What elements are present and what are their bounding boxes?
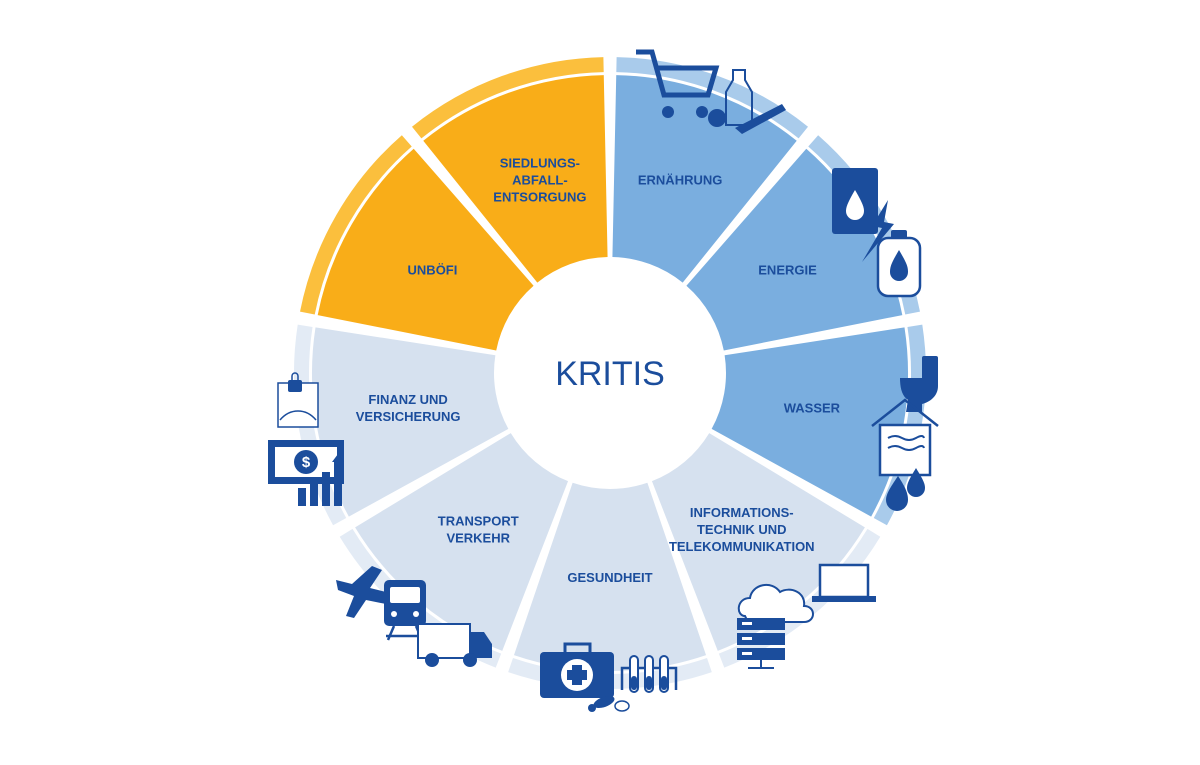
sector-rim-finanz-versicherung xyxy=(294,324,347,526)
sector-label-line: FINANZ UND xyxy=(368,392,447,407)
sector-label-line: ABFALL- xyxy=(512,172,568,187)
sector-label-line: VERKEHR xyxy=(446,531,510,546)
bar-chart-icon xyxy=(298,454,344,506)
sector-label-line: GESUNDHEIT xyxy=(567,570,652,585)
server-icon xyxy=(737,618,785,669)
sector-transport-verkehr xyxy=(355,433,569,651)
sector-label-transport-verkehr: TRANSPORT VERKEHR xyxy=(438,514,519,546)
sector-label-line: TELEKOMMUNIKATION xyxy=(669,539,815,554)
sector-label-line: VERSICHERUNG xyxy=(356,409,461,424)
pills-icon xyxy=(588,695,630,712)
sector-label-energie: ENERGIE xyxy=(758,263,817,278)
water-drops-icon xyxy=(886,468,925,511)
sector-label-line: WASSER xyxy=(784,401,841,416)
sector-segments xyxy=(294,57,926,690)
sector-label-line: TRANSPORT xyxy=(438,514,519,529)
sector-label-line: ENERGIE xyxy=(758,263,817,278)
test-tubes-icon xyxy=(620,655,678,693)
shopping-cart-icon xyxy=(636,49,720,118)
sector-label-wasser: WASSER xyxy=(784,401,841,416)
sector-rim-unboefi xyxy=(300,135,412,315)
sector-rim-it-telekommunikation xyxy=(718,528,881,668)
sector-finanz-versicherung xyxy=(311,327,509,517)
medical-kit-icon xyxy=(540,642,614,698)
oil-barrel-icon xyxy=(832,168,878,234)
center-hub xyxy=(496,259,724,487)
sector-unboefi xyxy=(317,148,534,351)
center-title: KRITIS xyxy=(555,355,665,393)
sector-siedlungsabfallentsorgung xyxy=(423,75,608,283)
sector-rim-ernaehrung xyxy=(616,57,809,139)
sector-label-ernaehrung: ERNÄHRUNG xyxy=(638,172,723,187)
sector-labels: ERNÄHRUNG ENERGIE WASSER INFORMATIONS- TECHN… xyxy=(356,155,841,585)
sector-gesundheit xyxy=(513,482,707,671)
sector-label-finanz-versicherung: FINANZ UND VERSICHERUNG xyxy=(356,392,461,424)
sector-label-line: ERNÄHRUNG xyxy=(638,172,723,187)
food-icon xyxy=(708,69,786,134)
sector-label-it-telekommunikation: INFORMATIONS- TECHNIK UND TELEKOMMUNIKATIO… xyxy=(669,505,815,554)
sector-wasser xyxy=(711,327,908,517)
gas-tank-icon xyxy=(876,230,922,298)
sector-label-gesundheit: GESUNDHEIT xyxy=(567,570,652,585)
sector-label-line: TECHNIK UND xyxy=(697,522,787,537)
svg-text:$: $ xyxy=(302,454,311,471)
truck-icon xyxy=(417,623,492,667)
sector-label-line: ENTSORGUNG xyxy=(493,189,586,204)
sector-it-telekommunikation xyxy=(651,433,865,651)
laptop-icon xyxy=(812,563,876,602)
insurance-icon xyxy=(277,372,319,428)
sector-label-unboefi: UNBÖFI xyxy=(408,263,458,278)
sector-rim-wasser xyxy=(873,324,926,526)
lightning-icon xyxy=(862,200,894,262)
sector-label-line: INFORMATIONS- xyxy=(690,505,794,520)
sector-label-siedlungsabfallentsorgung: SIEDLUNGS- ABFALL- ENTSORGUNG xyxy=(493,155,586,204)
sector-rim-siedlungsabfallentsorgung xyxy=(411,57,604,139)
cloud-icon xyxy=(737,583,814,623)
sector-label-line: UNBÖFI xyxy=(408,263,458,278)
water-house-icon xyxy=(871,398,939,477)
sector-label-line: SIEDLUNGS- xyxy=(500,155,580,170)
